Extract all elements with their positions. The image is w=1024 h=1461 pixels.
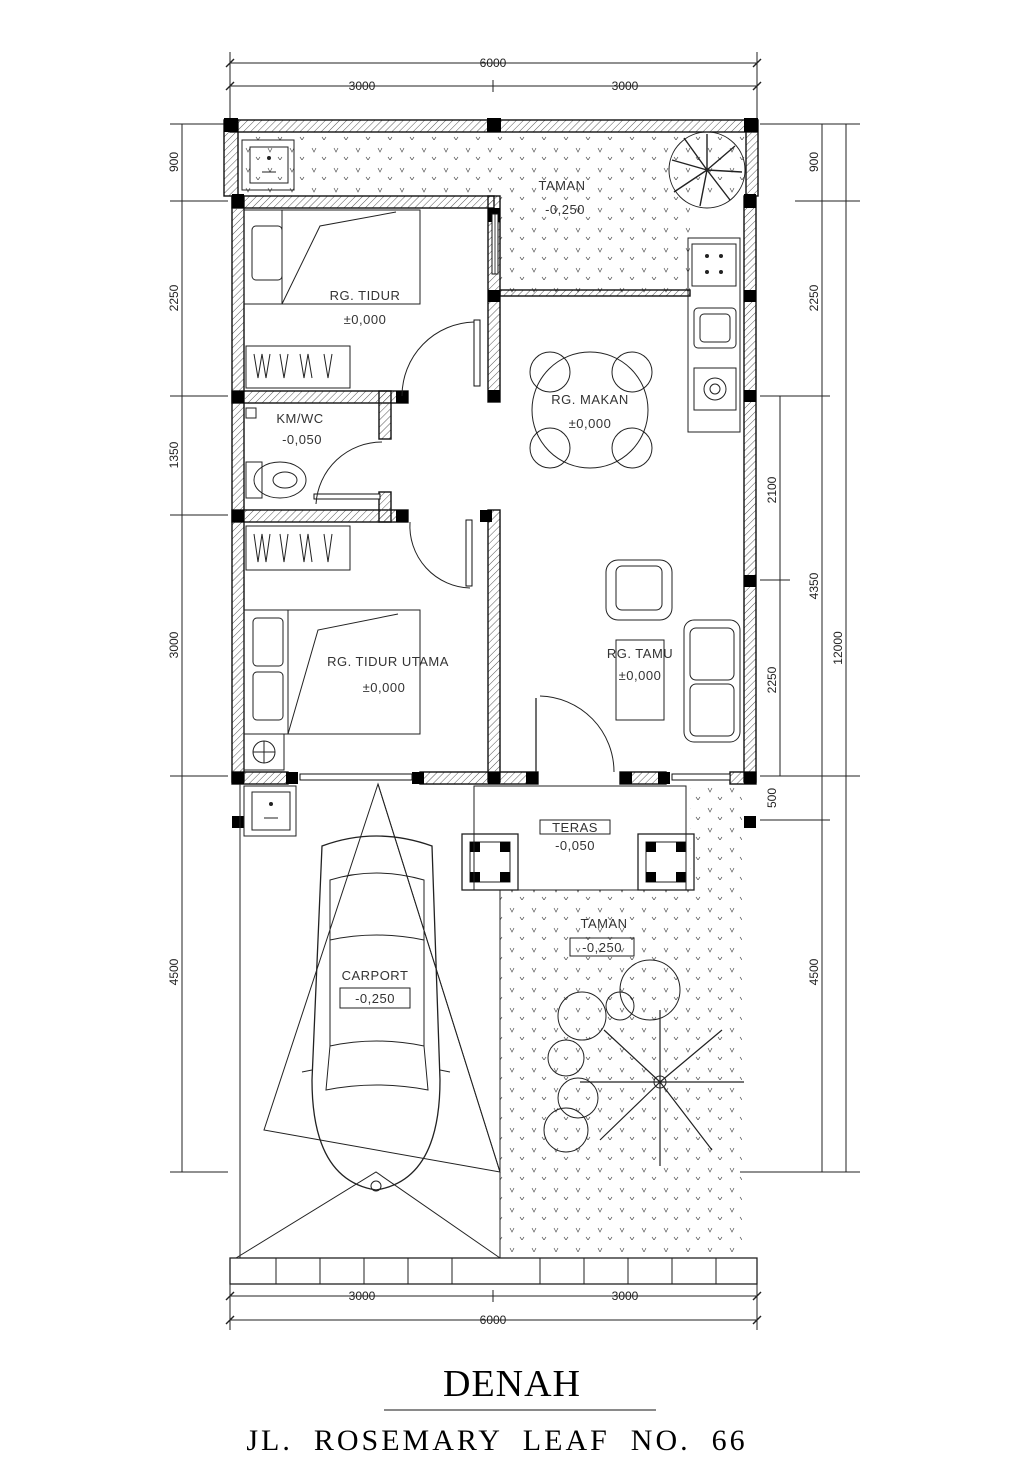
dim-top-right: 3000 (612, 79, 639, 93)
carport (235, 782, 501, 1259)
utility-box-top (241, 139, 295, 191)
dim-bottom-total: 6000 (480, 1313, 507, 1327)
dim-right-7: 12000 (831, 631, 845, 665)
tree-front-icon (543, 959, 744, 1166)
garden-top-fill (240, 132, 746, 194)
room-rg-makan-name: RG. MAKAN (551, 392, 628, 407)
room-rg-tidur-utama-level: ±0,000 (363, 680, 406, 695)
dim-left-0: 900 (167, 152, 181, 172)
room-rg-tamu-name: RG. TAMU (607, 646, 673, 661)
teras-label-box (539, 819, 611, 835)
room-rg-tamu-level: ±0,000 (619, 668, 662, 683)
garden-front-fill (500, 890, 742, 1252)
room-km-wc-level: -0,050 (282, 432, 322, 447)
toilet-icon (245, 407, 307, 499)
dim-left-2: 1350 (167, 441, 181, 468)
teras-pillars (461, 785, 695, 891)
utility-box-front (243, 785, 297, 837)
dim-bottom-right: 3000 (612, 1289, 639, 1303)
room-taman-front-level: -0,250 (582, 940, 622, 955)
plan-address: JL. ROSEMARY LEAF NO. 66 (246, 1424, 747, 1457)
dim-top-total: 6000 (480, 56, 507, 70)
taman-level-box (569, 937, 635, 957)
room-taman-front-name: TAMAN (580, 916, 627, 931)
dim-bottom-left: 3000 (349, 1289, 376, 1303)
dim-right-3: 2250 (765, 666, 779, 693)
dim-left-4: 4500 (167, 958, 181, 985)
dim-right-4: 4350 (807, 572, 821, 599)
room-rg-tidur-utama-name: RG. TIDUR UTAMA (327, 654, 449, 669)
dim-left-3: 3000 (167, 631, 181, 658)
doors (315, 321, 615, 773)
dim-left-1: 2250 (167, 284, 181, 311)
room-rg-tidur-level: ±0,000 (344, 312, 387, 327)
dim-right-6: 4500 (807, 958, 821, 985)
room-taman-top-level: -0,250 (545, 202, 585, 217)
front-strip (229, 1257, 758, 1285)
garden-top-right-fill (500, 194, 690, 294)
dim-right-1: 2250 (807, 284, 821, 311)
dimension-lines (170, 52, 860, 1330)
room-carport-level: -0,250 (355, 991, 395, 1006)
dim-right-2: 2100 (765, 476, 779, 503)
kitchen-counter (687, 237, 741, 433)
dining-table-icon (529, 351, 653, 469)
room-rg-makan-level: ±0,000 (569, 416, 612, 431)
dim-right-5: 500 (765, 788, 779, 808)
room-rg-tidur-name: RG. TIDUR (330, 288, 401, 303)
room-carport-name: CARPORT (342, 968, 409, 983)
sofa-living (605, 559, 741, 743)
tree-top-icon (668, 131, 746, 209)
windows (299, 213, 731, 781)
room-teras-name: TERAS (552, 820, 598, 835)
dim-top-left: 3000 (349, 79, 376, 93)
bed-master (243, 609, 421, 771)
plan-title: DENAH (443, 1363, 581, 1405)
garden-side-fill (690, 786, 742, 890)
room-taman-top-name: TAMAN (538, 178, 585, 193)
room-km-wc-name: KM/WC (276, 411, 323, 426)
room-teras-level: -0,050 (555, 838, 595, 853)
bed-bedroom (243, 209, 421, 305)
carport-level-box (339, 987, 411, 1009)
wardrobe-bedroom (245, 345, 351, 389)
columns (224, 118, 758, 828)
wardrobe-master (245, 525, 351, 571)
dim-right-0: 900 (807, 152, 821, 172)
car-icon (301, 835, 451, 1192)
